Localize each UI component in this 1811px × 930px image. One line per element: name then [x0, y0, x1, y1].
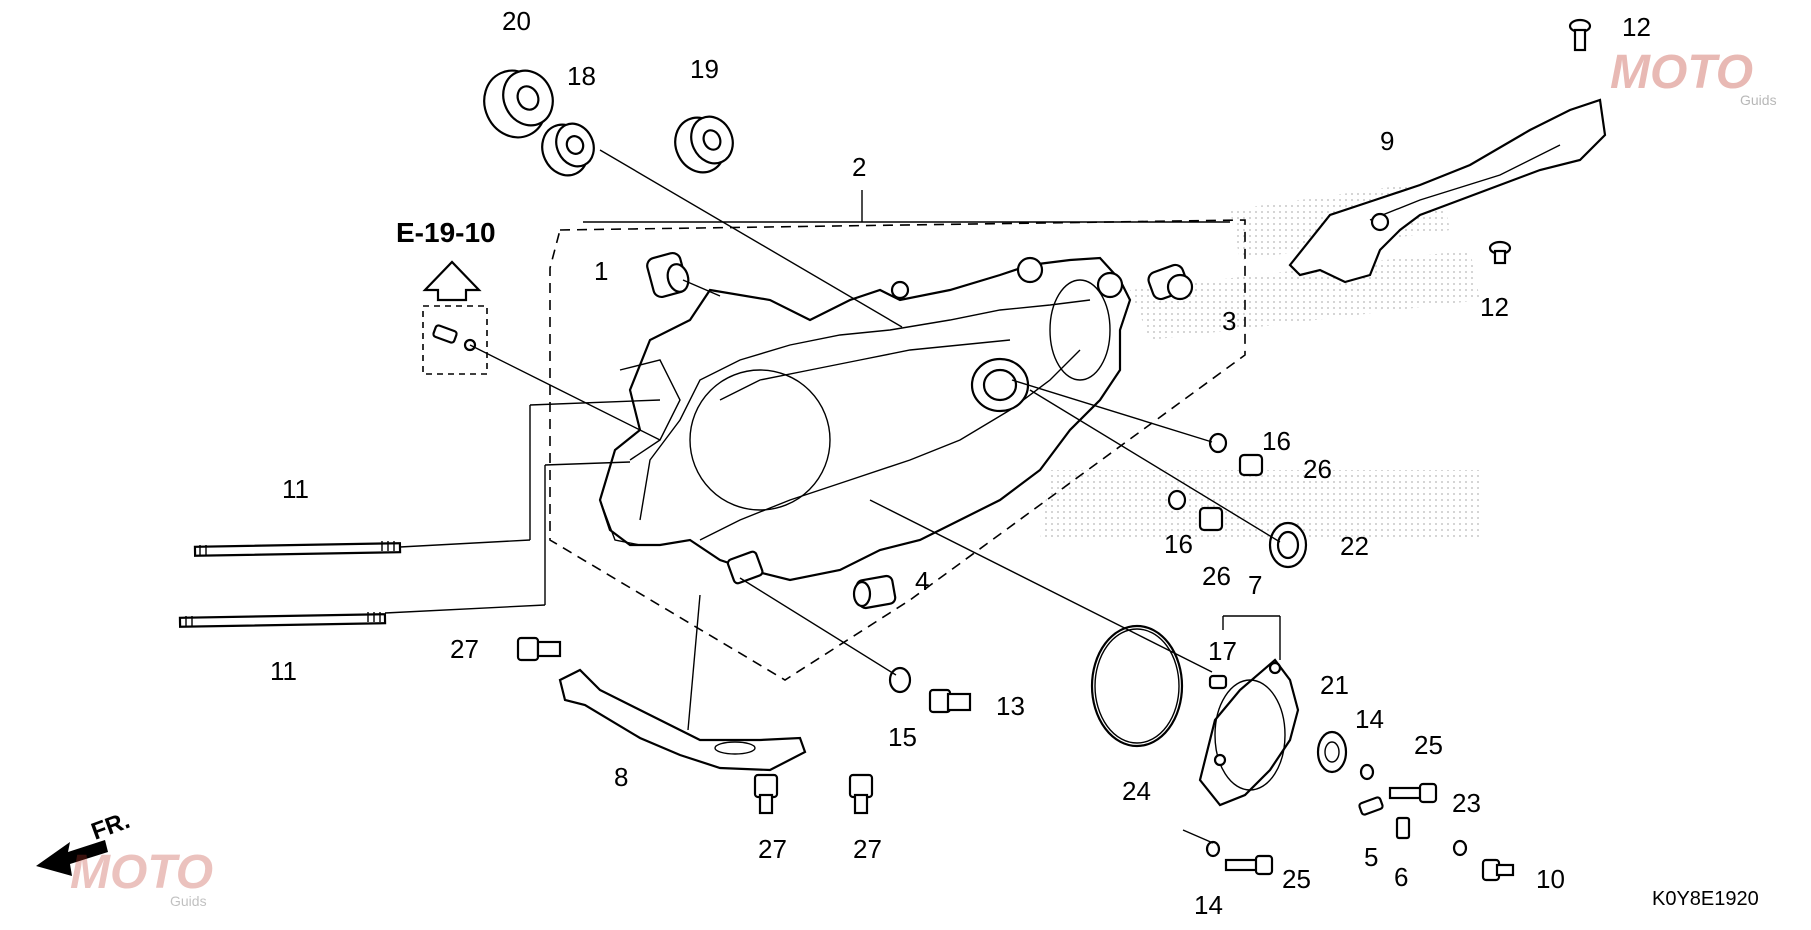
reference-label: E-19-10 — [396, 217, 496, 248]
bolt-27-left — [516, 636, 562, 662]
bearing-18 — [541, 122, 595, 177]
bolt-27-mid — [753, 773, 779, 815]
watermark-logo-top: MOTO Guids — [1610, 46, 1777, 108]
bracket-8 — [558, 668, 807, 772]
drawing-code: K0Y8E1920 — [1652, 888, 1759, 910]
stud-bolt-11-upper — [193, 541, 402, 557]
oil-seal-22 — [1268, 521, 1308, 569]
callout-c11b: 11 — [270, 656, 297, 686]
callout-c11a: 11 — [282, 474, 309, 504]
callout-c15: 15 — [888, 722, 917, 752]
callout-c23: 23 — [1452, 788, 1481, 818]
leader-lines — [384, 149, 1281, 844]
bolt-26-lower — [1198, 506, 1224, 532]
watermark-sub-top: Guids — [1740, 92, 1777, 108]
callout-c8: 8 — [614, 762, 628, 792]
front-marker-label: FR. — [88, 807, 134, 846]
callout-c26b: 26 — [1202, 561, 1231, 591]
callout-c14a: 14 — [1355, 704, 1384, 734]
callout-c13: 13 — [996, 691, 1025, 721]
bolt-25-upper — [1388, 782, 1438, 804]
bearing-20 — [483, 69, 554, 139]
watermark-logo-text-top: MOTO — [1610, 46, 1753, 99]
collar-4 — [852, 574, 897, 610]
bolt-25-lower — [1224, 854, 1274, 876]
callout-c12b: 12 — [1480, 292, 1509, 322]
callout-c17: 17 — [1208, 636, 1237, 666]
callout-c27b: 27 — [758, 834, 787, 864]
reference-arrow — [422, 260, 488, 375]
bolt-10 — [1481, 858, 1515, 882]
bracket-9 — [1288, 98, 1607, 284]
washer-16-upper — [1208, 432, 1228, 454]
washer-23 — [1452, 839, 1468, 857]
crankcase — [598, 256, 1132, 585]
callout-c6: 6 — [1394, 862, 1408, 892]
callout-c14b: 14 — [1194, 890, 1223, 920]
bolt-27-right — [848, 773, 874, 815]
spring-6 — [1395, 816, 1411, 840]
callout-c10: 10 — [1536, 864, 1565, 894]
washer-16-lower — [1167, 489, 1187, 511]
oil-seal-21 — [1316, 730, 1348, 774]
dowel-17 — [1208, 674, 1228, 690]
callout-c3: 3 — [1222, 306, 1236, 336]
watermark-logo-bottom: MOTO Guids — [70, 846, 213, 909]
callout-c2: 2 — [852, 152, 866, 182]
dowel-5 — [1358, 796, 1384, 816]
bolt-26-upper — [1238, 453, 1264, 477]
callout-c25b: 25 — [1282, 864, 1311, 894]
washer-15 — [888, 666, 912, 694]
callout-bracket-2 — [583, 190, 1230, 223]
callout-c16b: 16 — [1164, 529, 1193, 559]
callout-c5: 5 — [1364, 842, 1378, 872]
callout-c18: 18 — [567, 61, 596, 91]
bolt-12-side — [1488, 240, 1512, 265]
cover-7 — [1198, 658, 1300, 807]
callout-c16a: 16 — [1262, 426, 1291, 456]
collar-3 — [1147, 263, 1194, 301]
collar-1 — [646, 251, 690, 299]
bolt-13 — [928, 688, 972, 714]
washer-14-lower — [1205, 840, 1221, 858]
callout-c12a: 12 — [1622, 12, 1651, 42]
callout-c24: 24 — [1122, 776, 1151, 806]
callout-c25a: 25 — [1414, 730, 1443, 760]
callout-c9: 9 — [1380, 126, 1394, 156]
callout-c27a: 27 — [450, 634, 479, 664]
bearing-19 — [674, 115, 734, 174]
callout-c27c: 27 — [853, 834, 882, 864]
callout-c22: 22 — [1340, 531, 1369, 561]
callout-c1: 1 — [594, 256, 608, 286]
stud-bolt-11-lower — [178, 612, 387, 628]
watermark-sub-bottom: Guids — [170, 893, 207, 909]
callout-c26a: 26 — [1303, 454, 1332, 484]
watermark-logo-text-bottom: MOTO — [70, 846, 213, 899]
o-ring-24 — [1090, 624, 1184, 748]
callout-c21: 21 — [1320, 670, 1349, 700]
callout-c4: 4 — [915, 566, 929, 596]
callout-c7: 7 — [1248, 570, 1262, 600]
washer-14-upper — [1359, 763, 1375, 781]
callout-c19: 19 — [690, 54, 719, 84]
assembly-outline — [549, 219, 1246, 681]
callout-c20a: 20 — [502, 6, 531, 36]
bolt-12-top — [1568, 18, 1592, 52]
